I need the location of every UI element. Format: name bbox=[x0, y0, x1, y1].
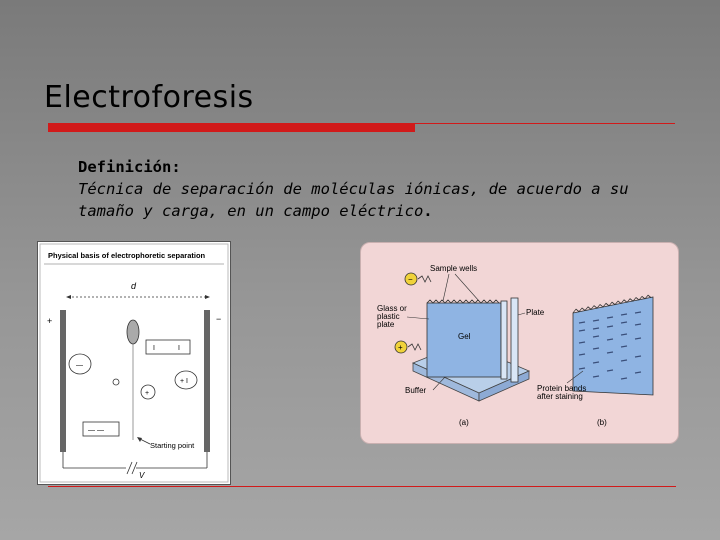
definition-block: Definición: Técnica de separación de mol… bbox=[78, 156, 688, 222]
protein-bands-label-line1: Protein bands bbox=[537, 384, 586, 393]
definition-label: Definición: bbox=[78, 158, 181, 176]
positive-terminal-icon bbox=[394, 340, 408, 354]
voltage-label: V bbox=[139, 471, 145, 480]
panel-b-label: (b) bbox=[597, 418, 607, 427]
sample-wells bbox=[426, 299, 500, 304]
definition-text-line2-main: tamaño y carga, en un campo eléctrico bbox=[78, 202, 424, 220]
title-underline-thick bbox=[48, 123, 415, 132]
sample-wells-label: Sample wells bbox=[430, 264, 477, 273]
positive-charge-symbols: + I bbox=[180, 378, 188, 385]
starting-point-label: Starting point bbox=[150, 441, 195, 450]
positive-terminal-label: + bbox=[398, 343, 403, 352]
glass-plate-label-line1: Glass or bbox=[377, 304, 407, 313]
negative-wire bbox=[417, 275, 432, 283]
gel-apparatus-diagram: − + Gel Sample wells Glass or plastic pl… bbox=[377, 264, 654, 427]
voltage-source-mark bbox=[126, 461, 133, 475]
definition-text-line1: Técnica de separación de moléculas iónic… bbox=[78, 180, 629, 198]
particle-box-lower bbox=[82, 421, 120, 437]
glass-plate-label: Glass or plastic plate bbox=[377, 304, 409, 329]
panel-a-label: (a) bbox=[459, 418, 469, 427]
protein-bands-label-line2: after staining bbox=[537, 392, 583, 401]
figure-left-title: Physical basis of electrophoretic separa… bbox=[48, 251, 206, 260]
negative-terminal-icon bbox=[404, 272, 418, 286]
negative-terminal-label: − bbox=[408, 275, 413, 284]
negative-charge-symbol: — bbox=[76, 362, 83, 369]
title-underline-thin bbox=[415, 123, 675, 124]
buffer-pointer bbox=[432, 376, 446, 391]
electrophoresis-basis-figure: Physical basis of electrophoretic separa… bbox=[37, 241, 231, 485]
particle-charge-symbol: I bbox=[153, 345, 155, 352]
sample-wells-pointer bbox=[442, 273, 450, 302]
distance-arrow-left-head bbox=[66, 295, 71, 299]
distance-label: d bbox=[131, 281, 137, 291]
protein-bands-label: Protein bands after staining bbox=[537, 384, 589, 401]
glass-plate-label-line2: plastic bbox=[377, 312, 400, 321]
bottom-rule bbox=[48, 486, 676, 487]
definition-text-line2: tamaño y carga, en un campo eléctrico. bbox=[78, 200, 688, 222]
plate-back bbox=[510, 297, 519, 383]
gel-label: Gel bbox=[458, 332, 471, 341]
particle-charge-symbol: I bbox=[178, 345, 180, 352]
small-particle bbox=[112, 378, 120, 386]
plus-electrode-label: + bbox=[47, 316, 52, 326]
particle-box-upper bbox=[145, 339, 191, 355]
glass-plate-label-line3: plate bbox=[377, 320, 395, 329]
definition-text-period: . bbox=[423, 202, 433, 220]
positive-ion-circle bbox=[140, 384, 156, 400]
stained-gel-wells bbox=[572, 294, 652, 314]
negative-electrode bbox=[204, 310, 210, 452]
figure-frame bbox=[39, 243, 229, 483]
buffer-label: Buffer bbox=[405, 386, 427, 395]
positive-wire bbox=[407, 343, 422, 351]
protein-bands-pointer bbox=[566, 370, 584, 384]
voltage-source-mark bbox=[131, 461, 138, 475]
starting-point-arrowhead bbox=[137, 437, 142, 442]
plate-label: Plate bbox=[526, 308, 545, 317]
minus-electrode-label: − bbox=[216, 314, 221, 324]
positive-charge-symbol: + bbox=[145, 390, 149, 397]
gel-apparatus-figure: − + Gel Sample wells Glass or plastic pl… bbox=[360, 242, 679, 444]
plate-pointer bbox=[517, 312, 526, 316]
negative-charge-symbols: — — bbox=[88, 427, 104, 434]
negative-ion-circle bbox=[68, 353, 92, 375]
protein-bands bbox=[578, 311, 642, 380]
gel-slab bbox=[426, 302, 502, 378]
sample-wells-pointer bbox=[454, 273, 480, 302]
glass-plate-edge bbox=[500, 300, 508, 380]
slide-title: Electroforesis bbox=[44, 80, 254, 115]
stained-gel bbox=[572, 296, 654, 396]
sample-spot bbox=[126, 319, 140, 345]
distance-arrow-right-head bbox=[205, 295, 210, 299]
positive-ion-ellipse bbox=[174, 370, 198, 390]
electrophoresis-basis-diagram: Physical basis of electrophoretic separa… bbox=[39, 243, 229, 483]
positive-electrode bbox=[60, 310, 66, 452]
glass-plate-pointer bbox=[406, 316, 430, 320]
